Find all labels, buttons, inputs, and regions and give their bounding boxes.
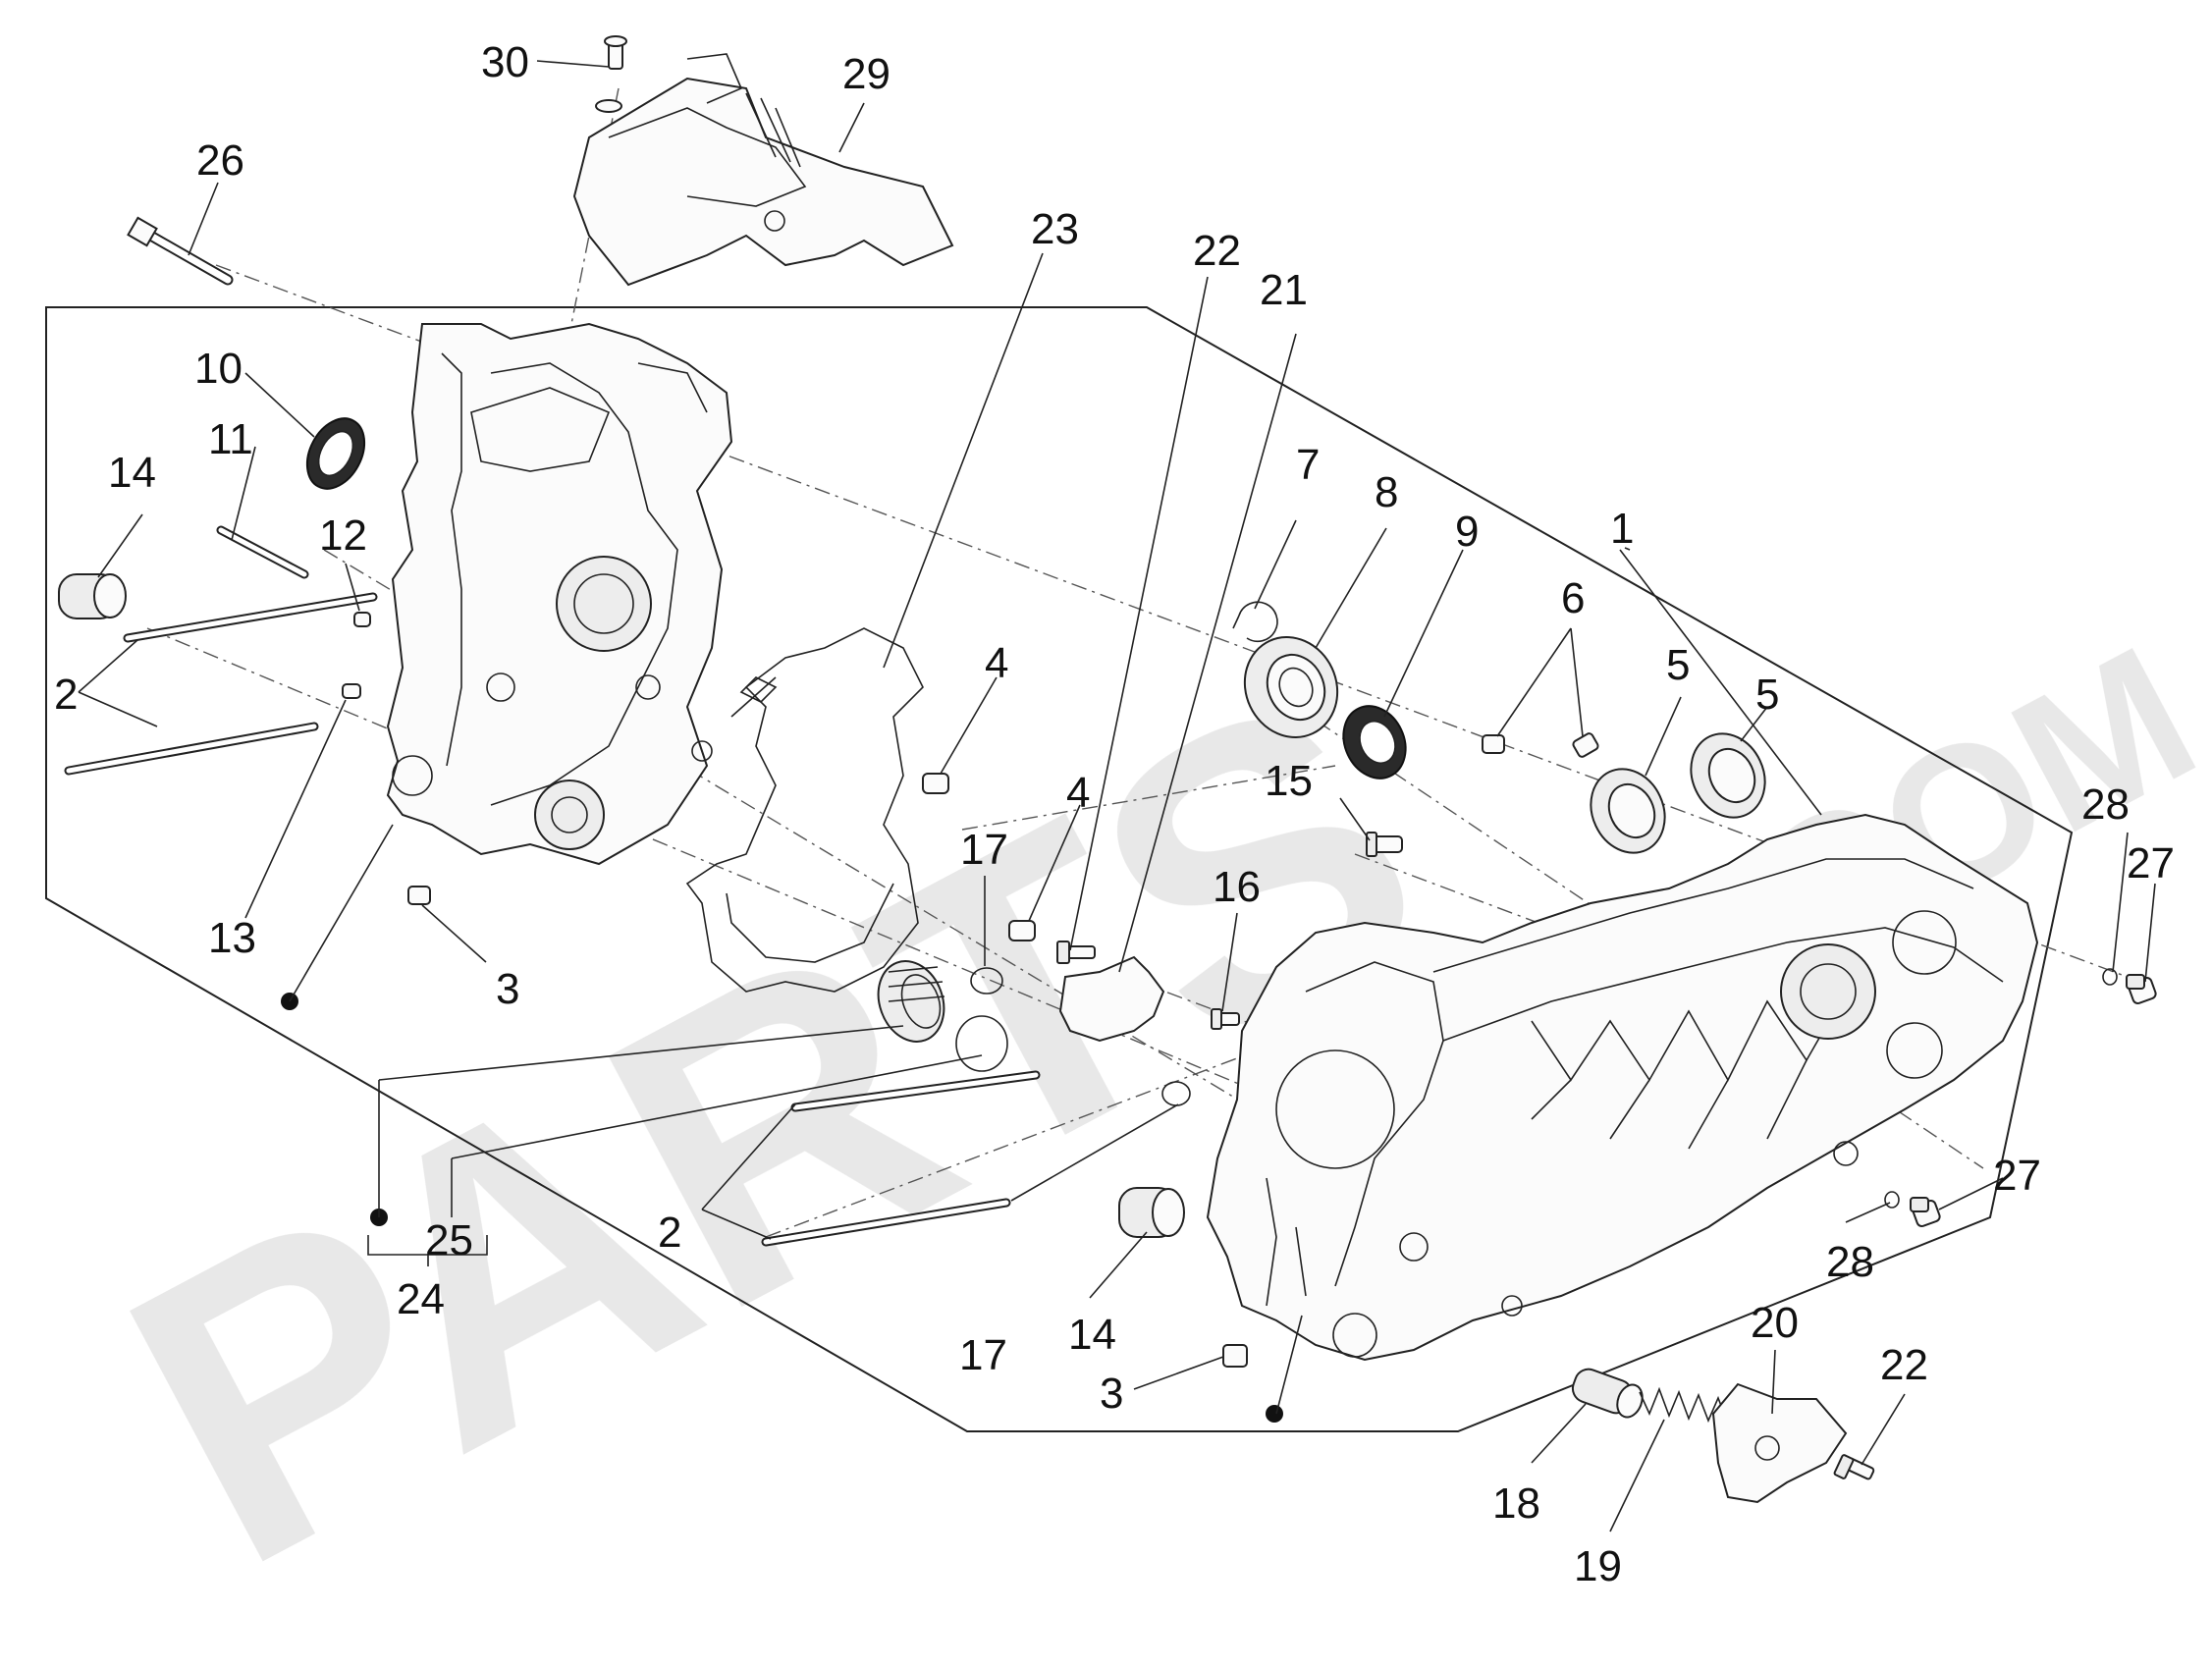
part-7-circlip xyxy=(1232,601,1278,643)
part-20-tensioner-plate xyxy=(1711,1382,1848,1504)
label-13: 13 xyxy=(208,914,256,962)
label-23: 23 xyxy=(1031,205,1079,253)
part-25-filter xyxy=(877,960,945,1043)
part-8-bearing xyxy=(1243,636,1339,738)
label-20: 20 xyxy=(1751,1299,1799,1347)
part-6-dowel-a xyxy=(1482,734,1505,754)
label-3-lower: 3 xyxy=(1100,1370,1123,1418)
label-6: 6 xyxy=(1561,574,1585,622)
right-crankcase-half xyxy=(1206,813,2039,1362)
part-o-ring-filter xyxy=(955,1015,1008,1072)
label-22-lower: 22 xyxy=(1880,1341,1928,1389)
part-2-studs-upper xyxy=(64,592,378,776)
label-25: 25 xyxy=(425,1216,473,1264)
label-11: 11 xyxy=(208,415,253,463)
part-3-dowel-lower xyxy=(1222,1344,1248,1368)
part-15-plug xyxy=(1366,832,1403,857)
label-3-upper: 3 xyxy=(496,965,519,1013)
assembly-dot-right xyxy=(1266,1405,1283,1423)
part-5-bearing-a xyxy=(1590,768,1666,854)
label-26: 26 xyxy=(196,136,244,185)
label-29: 29 xyxy=(842,50,890,98)
part-30-screw xyxy=(595,35,627,113)
part-26-bolt xyxy=(127,216,234,286)
label-28-lower: 28 xyxy=(1826,1238,1874,1286)
part-16-screw xyxy=(1211,1008,1240,1030)
callout-labels: 1 2 2 3 3 4 4 5 5 6 7 8 9 10 11 12 13 14… xyxy=(54,38,2175,1590)
label-14-lower: 14 xyxy=(1068,1311,1116,1359)
label-9: 9 xyxy=(1455,508,1479,556)
label-27-right: 27 xyxy=(2127,839,2175,887)
part-27-bolt-right xyxy=(2126,974,2157,1005)
part-28-washer-lower xyxy=(1884,1191,1900,1209)
label-19: 19 xyxy=(1574,1542,1622,1590)
label-2-upper: 2 xyxy=(54,671,78,719)
part-22-bolt-lower xyxy=(1833,1454,1875,1480)
part-22-bolt-upper xyxy=(1056,941,1096,964)
part-27-bolt-lower xyxy=(1910,1197,1941,1228)
part-13-dowel xyxy=(342,683,361,699)
label-21: 21 xyxy=(1260,266,1308,314)
part-4-dowel-upper xyxy=(922,773,949,794)
part-10-oil-seal xyxy=(305,417,366,490)
part-5-bearing-b xyxy=(1690,732,1766,819)
label-7: 7 xyxy=(1296,441,1320,489)
label-18: 18 xyxy=(1492,1479,1540,1528)
label-4-lower: 4 xyxy=(1066,769,1090,817)
label-2-lower: 2 xyxy=(658,1209,681,1257)
label-4-upper: 4 xyxy=(985,639,1008,687)
label-5-a: 5 xyxy=(1666,641,1690,689)
part-18-sleeve xyxy=(1571,1368,1644,1419)
label-16: 16 xyxy=(1213,863,1261,911)
assembly-outline xyxy=(45,306,2074,1432)
label-5-b: 5 xyxy=(1755,671,1779,719)
part-12-dowel xyxy=(353,612,371,627)
part-4-dowel-lower xyxy=(1008,920,1036,941)
label-8: 8 xyxy=(1375,468,1398,516)
label-17-upper: 17 xyxy=(960,826,1008,874)
label-28-right: 28 xyxy=(2081,780,2130,829)
label-10: 10 xyxy=(194,345,243,393)
leader-lines xyxy=(78,60,2156,1533)
label-14-upper: 14 xyxy=(108,449,156,497)
part-3-dowel-upper xyxy=(407,886,431,905)
part-6-dowel-b xyxy=(1572,732,1599,758)
label-30: 30 xyxy=(481,38,529,86)
label-24: 24 xyxy=(397,1275,445,1323)
label-22-upper: 22 xyxy=(1193,227,1241,275)
label-15: 15 xyxy=(1265,757,1313,805)
part-2-studs-lower xyxy=(761,1070,1041,1247)
label-17-lower: 17 xyxy=(959,1331,1007,1379)
part-29-cover xyxy=(572,53,954,287)
part-14-bushing-lower xyxy=(1118,1187,1185,1238)
part-17-o-ring-upper xyxy=(970,967,1003,995)
label-12: 12 xyxy=(319,511,367,560)
label-27-lower: 27 xyxy=(1993,1152,2041,1200)
part-14-bushing-upper xyxy=(58,573,127,619)
part-19-spring xyxy=(1639,1386,1729,1425)
label-1: 1 xyxy=(1610,505,1634,553)
part-9-oil-seal xyxy=(1342,705,1407,780)
part-28-washer-right xyxy=(2102,968,2118,986)
left-crankcase-half xyxy=(386,322,733,866)
